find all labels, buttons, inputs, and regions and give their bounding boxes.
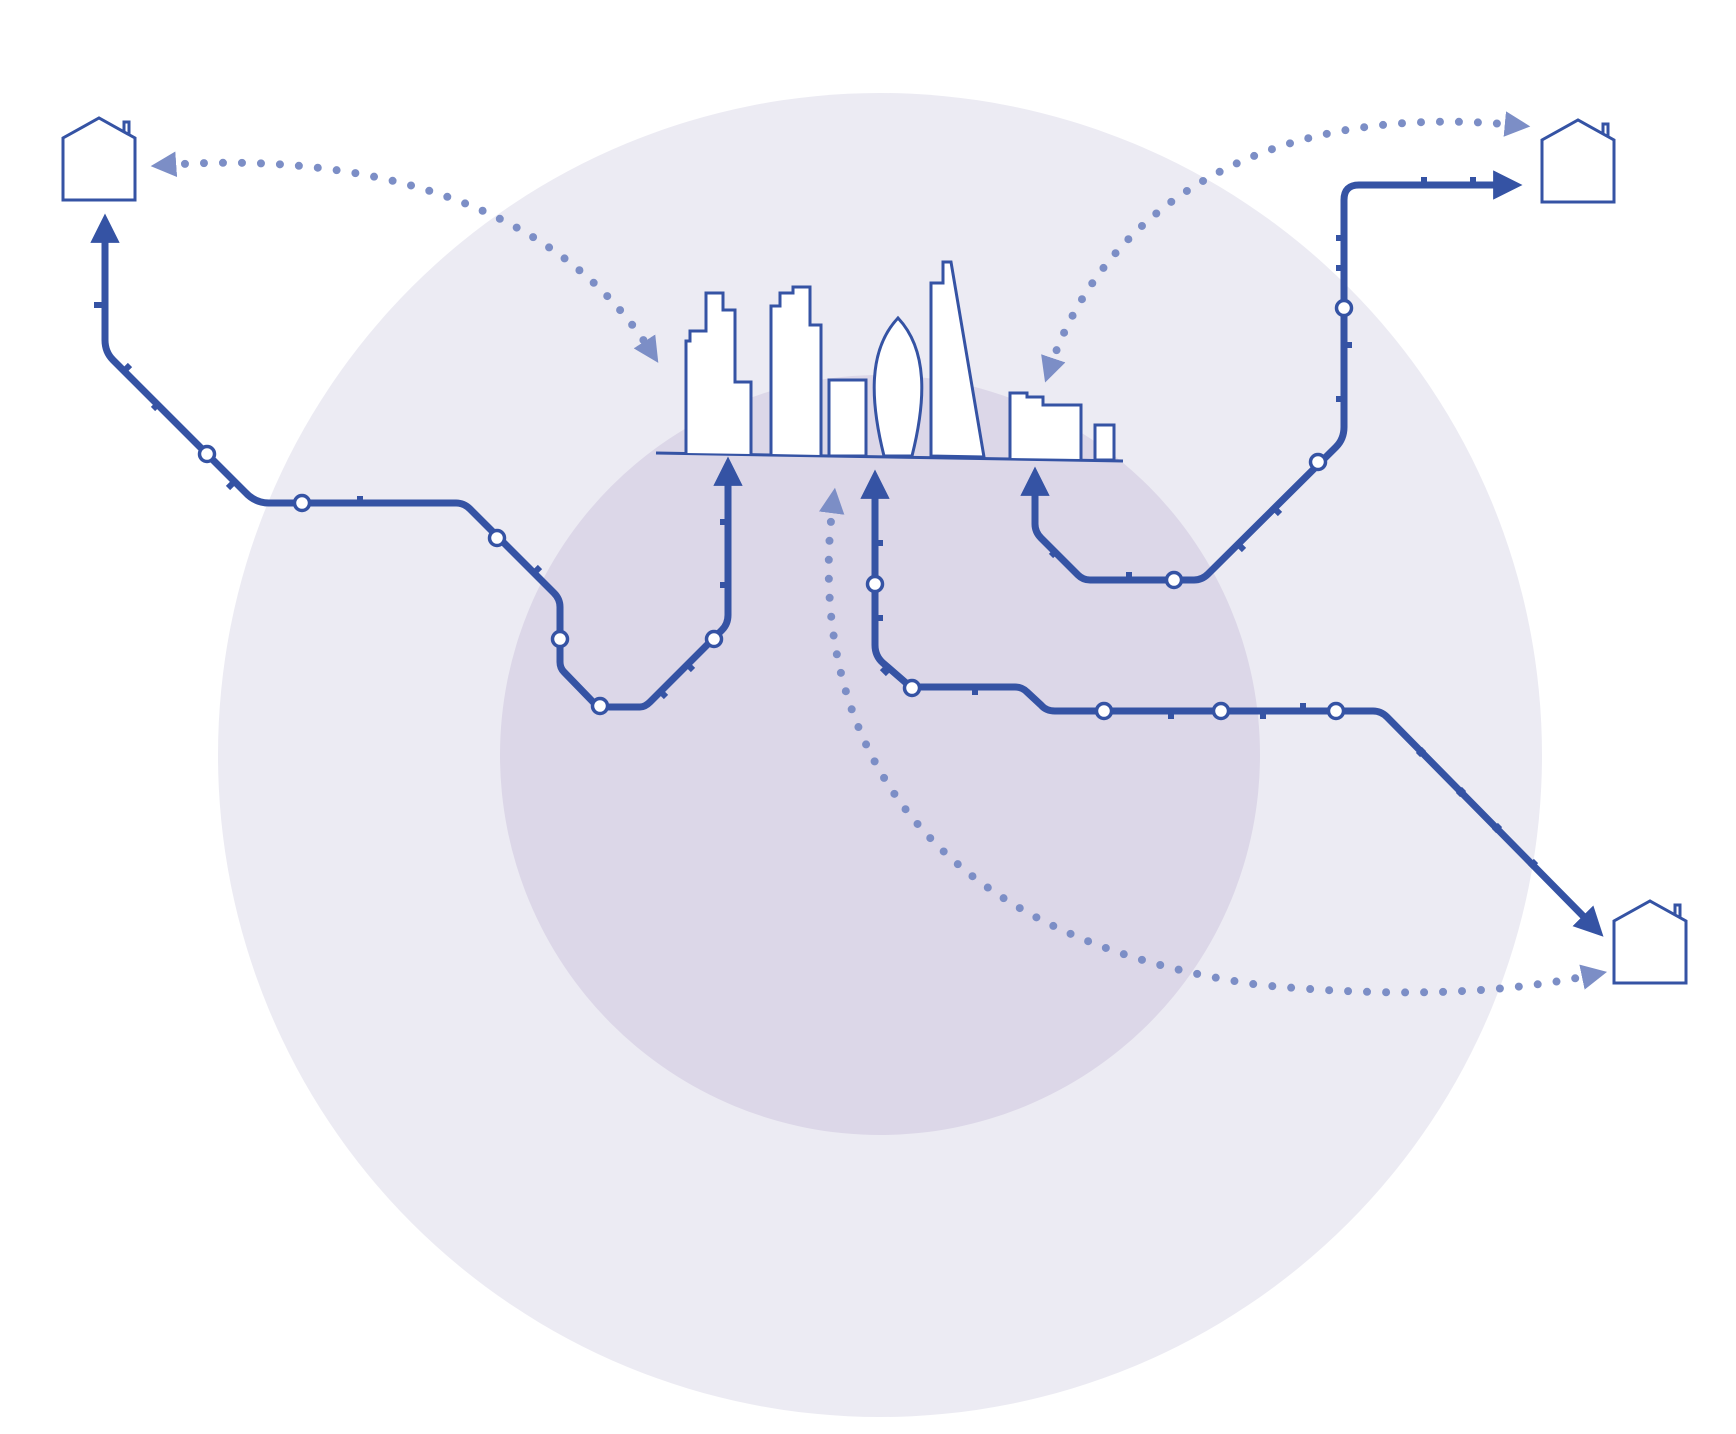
station <box>704 629 724 649</box>
home-bottom-right-icon <box>1612 899 1688 985</box>
station <box>487 528 507 548</box>
inner-zone <box>500 375 1260 1135</box>
homes <box>61 116 1688 985</box>
station <box>1308 452 1328 472</box>
station <box>550 629 570 649</box>
line-ticks <box>94 177 1539 870</box>
tower-small-right <box>1093 423 1116 462</box>
station <box>292 493 312 513</box>
tower-gherkin <box>872 315 924 458</box>
home-top-left-icon <box>61 116 137 202</box>
station <box>1164 570 1184 590</box>
tower-block <box>827 378 868 458</box>
line-south-east <box>860 469 1604 937</box>
station <box>1326 701 1346 721</box>
station <box>1334 298 1354 318</box>
station <box>1211 701 1231 721</box>
stations <box>197 298 1354 721</box>
home-top-right-icon <box>1540 118 1616 204</box>
station <box>590 696 610 716</box>
station <box>1094 701 1114 721</box>
commute-bottom-right <box>818 487 1608 997</box>
station <box>902 678 922 698</box>
station <box>865 574 885 594</box>
station <box>197 444 217 464</box>
tower-stepped-middle <box>769 285 823 455</box>
tower-shard <box>929 260 986 459</box>
